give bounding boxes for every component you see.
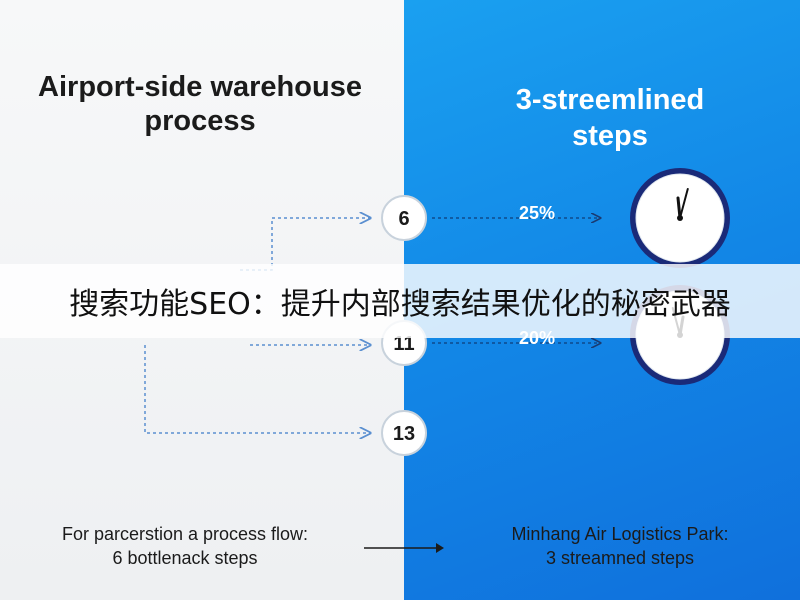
connector-to-node-1	[240, 218, 370, 271]
node-3: 13	[381, 410, 427, 456]
node-1-percent: 25%	[519, 203, 555, 223]
node-1-circle	[381, 195, 427, 241]
node-2-label: 11	[393, 333, 414, 355]
right-arrow-icon	[364, 543, 444, 553]
node-1-label: 6	[398, 208, 409, 230]
node-3-circle	[381, 410, 427, 456]
clock-icon	[630, 168, 730, 268]
node-3-label: 13	[393, 423, 415, 445]
overlay-banner-text: 搜索功能SEO：提升内部搜索结果优化的秘密武器	[69, 287, 731, 322]
bottom-left-caption: For parcerstion a process flow: 6 bottle…	[61, 524, 309, 568]
right-title: 3-streemlined steps	[515, 84, 705, 152]
overlay-banner: 搜索功能SEO：提升内部搜索结果优化的秘密武器	[0, 264, 800, 338]
left-title: Airport-side warehouse process	[38, 71, 362, 137]
bottom-right-caption: Minhang Air Logistics Park: 3 streamned …	[511, 524, 729, 568]
connector-to-node-3	[144, 345, 370, 433]
node-1: 6	[381, 195, 427, 241]
